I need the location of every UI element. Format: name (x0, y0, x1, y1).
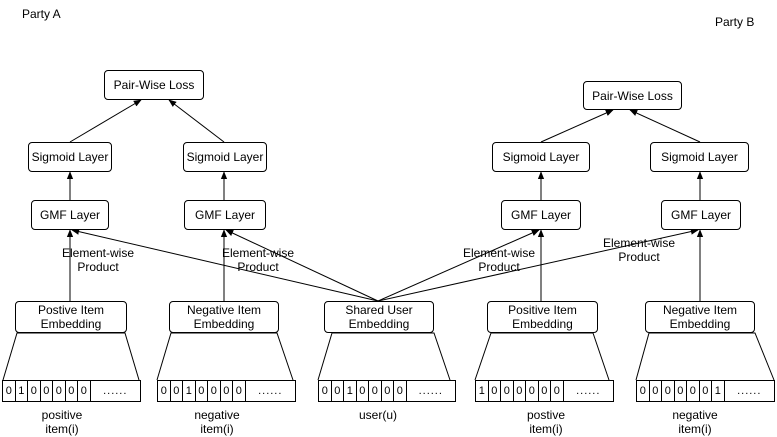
vector-cell: 0 (526, 381, 539, 401)
caption-user: user(u) (358, 408, 398, 422)
vector-cell: 0 (41, 381, 53, 401)
vector-cell: 0 (3, 381, 16, 401)
vector-cell: 0 (650, 381, 662, 401)
vector-cell: 0 (357, 381, 369, 401)
arrow-user-to-gmf-b-right (377, 228, 699, 302)
gmf-layer-b-right: GMF Layer (661, 200, 741, 230)
sigmoid-layer-a-right: Sigmoid Layer (183, 142, 267, 172)
positive-item-embedding-a: Postive Item Embedding (15, 301, 127, 333)
vector-cell: 0 (53, 381, 66, 401)
vector-cell: 0 (233, 381, 246, 401)
vector-cell: 0 (66, 381, 78, 401)
gmf-layer-b-left: GMF Layer (501, 200, 581, 230)
element-wise-product-a-right: Element-wise Product (221, 246, 295, 274)
vector-cell: 1 (712, 381, 725, 401)
vector-cell: ...... (418, 385, 443, 397)
sigmoid-layer-b-right: Sigmoid Layer (650, 142, 749, 172)
gmf-layer-a-right: GMF Layer (184, 200, 266, 230)
vector-cell: ...... (576, 385, 601, 397)
vector-cell: ...... (737, 385, 762, 397)
vector-cell: ...... (103, 385, 128, 397)
negative-item-embedding-b: Negative Item Embedding (645, 301, 755, 333)
caption-b-neg: negative item(i) (672, 408, 718, 436)
funnel-b-pos (474, 332, 610, 381)
element-wise-product-a-left: Element-wise Product (61, 246, 135, 274)
positive-item-embedding-b: Positive Item Embedding (487, 301, 598, 333)
pair-wise-loss-a: Pair-Wise Loss (104, 70, 204, 100)
vector-cell: 0 (196, 381, 208, 401)
arrow-sigmoid-to-loss-a-left (69, 99, 142, 143)
arrow-user-to-gmf-a-right (225, 229, 379, 302)
funnel-a-neg (156, 332, 294, 381)
vector-cell: 1 (183, 381, 196, 401)
gmf-layer-a-left: GMF Layer (31, 200, 109, 230)
vector-cell: 1 (476, 381, 489, 401)
vector-cell: 0 (662, 381, 675, 401)
vector-cell: 0 (514, 381, 526, 401)
vector-cell: 0 (394, 381, 407, 401)
vector-cell: ...... (258, 385, 283, 397)
vector-cell: 1 (16, 381, 28, 401)
vector-cell: 0 (28, 381, 41, 401)
vector-cell: 0 (369, 381, 382, 401)
vector-cell: 0 (158, 381, 171, 401)
vector-cell: 0 (221, 381, 233, 401)
party-b-label: Party B (715, 15, 755, 29)
vector-cell: 0 (539, 381, 551, 401)
vector-cell: 0 (551, 381, 564, 401)
vector-cell: 0 (319, 381, 332, 401)
funnel-a-pos (2, 332, 140, 381)
caption-a-pos: positive item(i) (41, 408, 83, 436)
vector-cell: 0 (208, 381, 221, 401)
vector-cell: 1 (344, 381, 357, 401)
sigmoid-layer-a-left: Sigmoid Layer (28, 142, 112, 172)
party-a-label: Party A (22, 7, 61, 21)
shared-user-embedding: Shared User Embedding (324, 301, 434, 333)
vector-cell: 0 (675, 381, 687, 401)
element-wise-product-b-left: Element-wise Product (462, 246, 536, 274)
vector-cell: 0 (700, 381, 712, 401)
caption-b-pos: postive item(i) (526, 408, 566, 436)
pair-wise-loss-b: Pair-Wise Loss (583, 81, 682, 110)
vector-cell: 0 (171, 381, 183, 401)
caption-a-neg: negative item(i) (194, 408, 240, 436)
arrow-user-to-gmf-b-left (377, 229, 540, 302)
arrow-sigmoid-to-loss-b-right (629, 109, 701, 143)
arrow-user-to-gmf-a-left (71, 228, 379, 302)
arrow-sigmoid-to-loss-a-right (168, 99, 225, 143)
vector-cell: 0 (687, 381, 700, 401)
vector-cell: 0 (637, 381, 650, 401)
funnel-b-neg (635, 332, 775, 381)
vector-cell: 0 (78, 381, 91, 401)
funnel-user (317, 332, 451, 381)
arrow-sigmoid-to-loss-b-left (540, 109, 614, 143)
vector-cell: 0 (501, 381, 514, 401)
vector-cell: 0 (382, 381, 394, 401)
sigmoid-layer-b-left: Sigmoid Layer (492, 142, 590, 172)
element-wise-product-b-right: Element-wise Product (602, 236, 676, 264)
vector-cell: 0 (489, 381, 501, 401)
vector-cell: 0 (332, 381, 344, 401)
negative-item-embedding-a: Negative Item Embedding (169, 301, 279, 333)
